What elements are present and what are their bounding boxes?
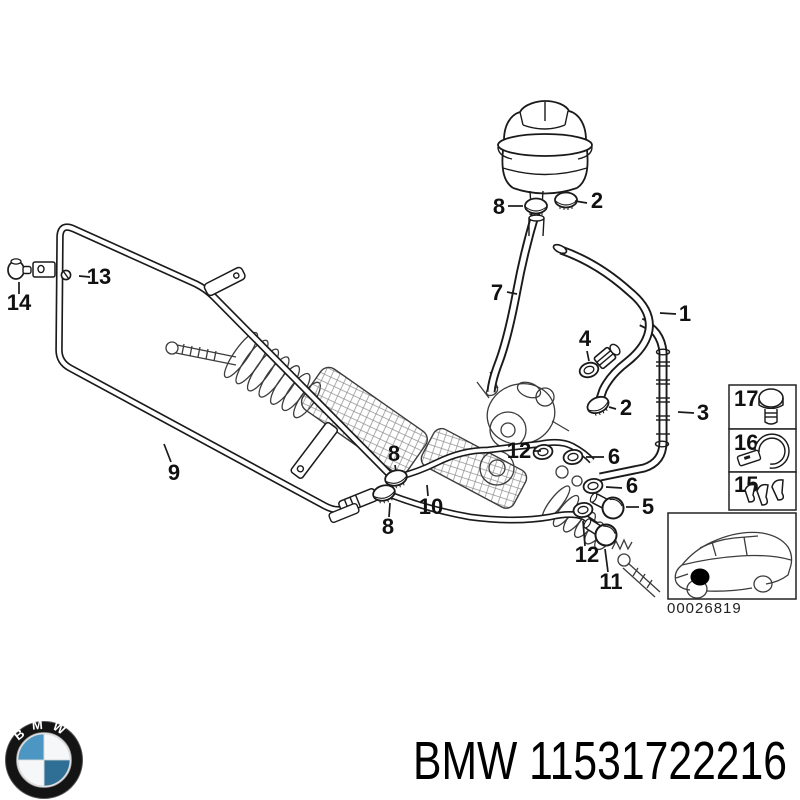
callout-2-top: 2 [591, 188, 603, 213]
callout-14: 14 [7, 290, 32, 315]
location-dot [690, 568, 710, 586]
callout-13: 13 [87, 264, 111, 289]
callout-8-lower: 8 [382, 514, 394, 539]
callout-10: 10 [419, 494, 443, 519]
box-label-17: 17 [734, 386, 758, 411]
washer-6-lower [581, 476, 605, 496]
bmw-logo: BMW [5, 716, 83, 799]
return-hose [552, 243, 654, 404]
callout-11: 11 [599, 569, 622, 594]
callout-12-lower: 12 [575, 542, 599, 567]
rubber-grommet-14 [7, 258, 32, 280]
footer-branding: BMW BMW 11531722216 [5, 716, 787, 799]
callouts: 1 2 2 3 4 5 6 6 7 8 8 8 9 10 11 12 12 13 [7, 188, 709, 594]
hex-bolt-icon [758, 388, 784, 425]
car-location-inset: 00026819 [667, 512, 797, 617]
tie-rod-right [611, 538, 661, 598]
loop-union-rod [328, 502, 360, 524]
hose-clamp-2-mid [584, 392, 614, 420]
callout-6-upper: 6 [608, 444, 620, 469]
callout-2-mid: 2 [620, 395, 632, 420]
suction-hose [486, 210, 541, 393]
logo-quadrant-bl [17, 759, 45, 787]
callout-12-upper: 12 [507, 438, 531, 463]
callout-9: 9 [168, 460, 180, 485]
hose-clamp-8-top [524, 197, 548, 217]
callout-4: 4 [579, 326, 592, 351]
inset-code: 00026819 [667, 600, 742, 617]
pipe-clamp-icon [736, 433, 790, 469]
logo-quadrant-tr [43, 733, 71, 761]
cooler-pipe-loop [32, 223, 396, 524]
logo-quadrant-br [43, 759, 71, 787]
hose-clamp-2-top [554, 191, 578, 211]
callout-7: 7 [491, 280, 503, 305]
loop-mount-tab-left [32, 261, 56, 278]
rack-housing [300, 366, 583, 509]
car-outline [674, 531, 793, 599]
screw-13 [60, 269, 72, 281]
hose-hex-fitting [593, 343, 621, 370]
callout-1: 1 [679, 301, 691, 326]
pipe-rib-marks [654, 348, 671, 448]
pipe-bracket-strap [290, 421, 339, 479]
logo-quadrant-tl [17, 733, 45, 761]
spring-clips-icon [744, 479, 785, 506]
fluid-reservoir [497, 100, 593, 237]
callout-5: 5 [642, 494, 654, 519]
fasteners-box: 17 16 15 [728, 384, 797, 511]
washer-6-upper [561, 447, 585, 467]
washer-12-lower [571, 500, 595, 520]
part-number-text: BMW 11531722216 [413, 731, 787, 791]
pressure-pipes [386, 438, 598, 528]
tie-rod-left [165, 341, 237, 366]
rack-bellows-left [223, 331, 321, 419]
callout-6-lower: 6 [626, 473, 638, 498]
loop-bracket-tab [203, 266, 246, 297]
callout-8-top: 8 [493, 194, 505, 219]
callout-8-upper: 8 [388, 441, 400, 466]
callout-3: 3 [697, 400, 709, 425]
